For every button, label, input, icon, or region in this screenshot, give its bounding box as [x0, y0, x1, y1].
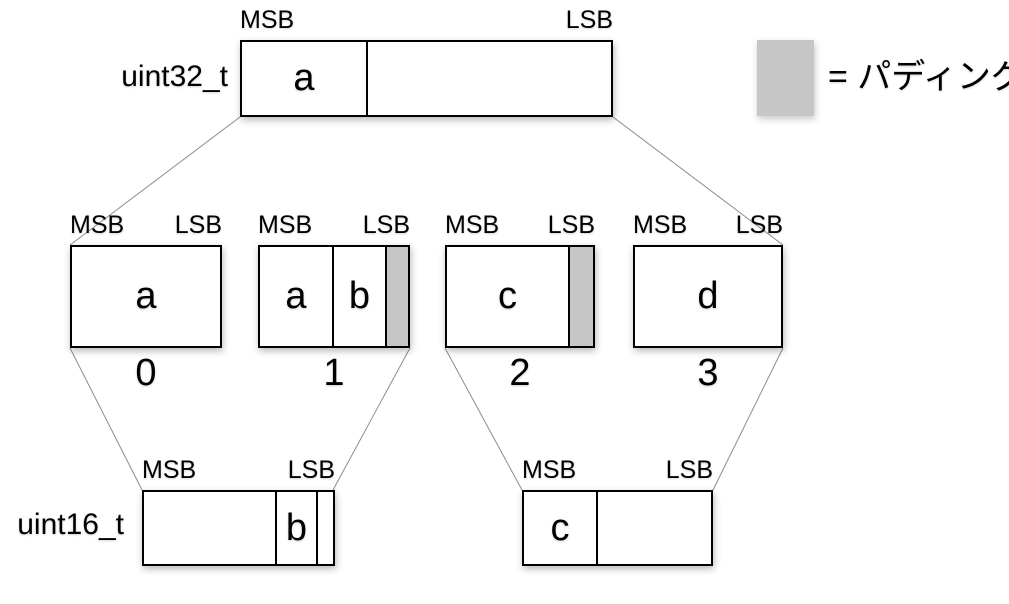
connector-byte0-to-uint16l — [69, 347, 143, 491]
byte3-group: MSB LSB d 3 — [633, 213, 783, 393]
byte2-index: 2 — [509, 352, 531, 394]
lsb-label: LSB — [174, 211, 222, 239]
msb-label: MSB — [240, 6, 295, 34]
uint16r-endian-row: MSB LSB — [522, 458, 713, 483]
byte2-endian-row: MSB LSB — [445, 213, 595, 238]
uint16-right-group: MSB LSB c — [522, 458, 713, 566]
field-label: c — [498, 275, 517, 317]
lsb-label: LSB — [362, 211, 410, 239]
byte1-endian-row: MSB LSB — [258, 213, 410, 238]
field-label: d — [697, 275, 719, 317]
msb-label: MSB — [70, 211, 125, 239]
byte1-group: MSB LSB a b 1 — [258, 213, 410, 393]
field-label: a — [285, 275, 307, 317]
connector-byte1-to-uint16l — [332, 347, 411, 491]
lsb-label: LSB — [547, 211, 595, 239]
padding-legend-swatch — [757, 40, 814, 116]
byte2-cell-c: c — [447, 247, 568, 346]
byte3-index: 3 — [697, 352, 719, 394]
byte3-box: d — [633, 245, 783, 348]
uint32-cell-rest — [366, 42, 611, 115]
uint32-endian-row: MSB LSB — [240, 8, 613, 33]
lsb-label: LSB — [287, 456, 335, 484]
uint16l-cell-low — [316, 492, 333, 564]
connector-byte2-to-uint16r — [444, 347, 523, 491]
uint16-left-box: b — [142, 490, 335, 566]
uint16l-cell-high — [144, 492, 275, 564]
byte0-group: MSB LSB a 0 — [70, 213, 222, 393]
field-label: a — [293, 57, 315, 99]
msb-label: MSB — [142, 456, 197, 484]
uint32-box: a — [240, 40, 613, 117]
byte0-endian-row: MSB LSB — [70, 213, 222, 238]
field-label: b — [285, 506, 308, 549]
byte0-cell-a: a — [72, 247, 220, 346]
lsb-label: LSB — [735, 211, 783, 239]
byte0-index: 0 — [135, 352, 157, 394]
lsb-label: LSB — [665, 456, 713, 484]
uint32-type-label: uint32_t — [121, 60, 228, 93]
uint16-left-group: MSB LSB b — [142, 458, 335, 566]
uint16r-cell-rest — [596, 492, 711, 564]
byte2-box: c — [445, 245, 595, 348]
msb-label: MSB — [633, 211, 688, 239]
byte2-padding-cell — [568, 247, 593, 346]
field-label: b — [348, 275, 371, 317]
byte3-endian-row: MSB LSB — [633, 213, 783, 238]
connector-top-to-byte0 — [69, 116, 241, 246]
uint16r-cell-c: c — [524, 492, 596, 564]
byte0-box: a — [70, 245, 222, 348]
uint32-cell-a: a — [242, 42, 366, 115]
connector-top-to-byte3 — [612, 116, 784, 246]
padding-legend-text: = パディング — [828, 58, 1009, 96]
byte3-cell-d: d — [635, 247, 781, 346]
msb-label: MSB — [522, 456, 577, 484]
byte1-box: a b — [258, 245, 410, 348]
uint16l-endian-row: MSB LSB — [142, 458, 335, 483]
field-label: c — [550, 506, 570, 549]
byte1-index: 1 — [323, 352, 345, 394]
uint16-right-box: c — [522, 490, 713, 566]
uint16-type-label: uint16_t — [17, 508, 124, 541]
uint32-group: MSB LSB a — [240, 8, 613, 117]
byte1-padding-cell — [385, 247, 408, 346]
connector-byte3-to-uint16r — [712, 347, 784, 491]
msb-label: MSB — [258, 211, 313, 239]
lsb-label: LSB — [565, 6, 613, 34]
byte2-group: MSB LSB c 2 — [445, 213, 595, 393]
byte1-cell-a: a — [260, 247, 332, 346]
uint16l-cell-b: b — [275, 492, 316, 564]
field-label: a — [135, 275, 157, 317]
byte1-cell-b: b — [332, 247, 385, 346]
msb-label: MSB — [445, 211, 500, 239]
